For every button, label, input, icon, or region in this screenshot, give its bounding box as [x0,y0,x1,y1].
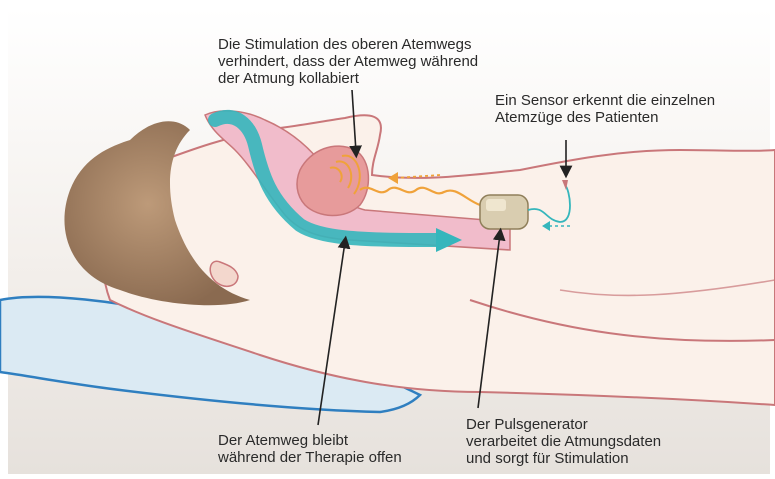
annotation-generator: Der Pulsgenerator verarbeitet die Atmung… [466,416,661,467]
annotation-stimulation-line: der Atmung kollabiert [218,70,478,87]
annotation-stimulation: Die Stimulation des oberen Atemwegs verh… [218,36,478,87]
annotation-generator-line: verarbeitet die Atmungsdaten [466,433,661,450]
annotation-stimulation-line: Die Stimulation des oberen Atemwegs [218,36,478,53]
annotation-generator-line: und sorgt für Stimulation [466,450,661,467]
annotation-stimulation-line: verhindert, dass der Atemweg während [218,53,478,70]
annotation-sensor-line: Ein Sensor erkennt die einzelnen [495,92,715,109]
annotation-sensor-line: Atemzüge des Patienten [495,109,715,126]
annotation-sensor: Ein Sensor erkennt die einzelnen Atemzüg… [495,92,715,126]
annotation-airway: Der Atemweg bleibt während der Therapie … [218,432,402,466]
pulse-generator-header [486,199,506,211]
annotation-airway-line: während der Therapie offen [218,449,402,466]
annotation-generator-line: Der Pulsgenerator [466,416,661,433]
annotation-airway-line: Der Atemweg bleibt [218,432,402,449]
